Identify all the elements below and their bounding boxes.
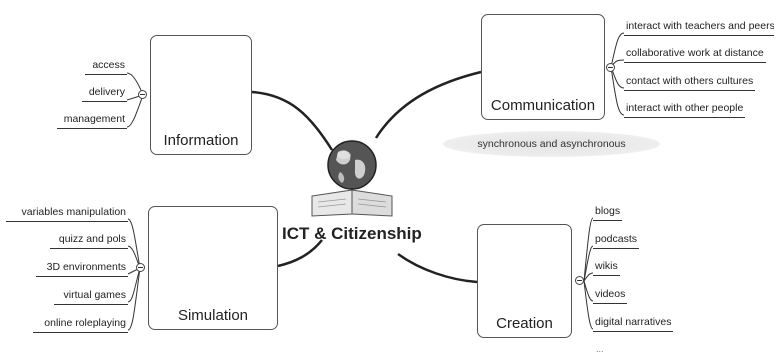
leaf-variables-manipulation[interactable]: variables manipulation [6, 206, 128, 222]
note-synchronous[interactable]: synchronous and asynchronous [443, 131, 660, 157]
leaf-quizz-pols[interactable]: quizz and pols [50, 233, 128, 249]
leaf-virtual-games[interactable]: virtual games [54, 289, 128, 305]
leaf-contact-cultures[interactable]: contact with others cultures [624, 75, 756, 91]
node-label-creation: Creation [496, 315, 553, 332]
leaf-line [127, 218, 141, 269]
branch-line-information [251, 90, 334, 151]
node-communication[interactable]: Communication [481, 14, 605, 120]
more-indicator[interactable]: ... [596, 344, 604, 354]
leaf-podcasts[interactable]: podcasts [593, 233, 640, 249]
leaf-management[interactable]: management [57, 113, 127, 129]
leaf-delivery[interactable]: delivery [82, 86, 127, 102]
leaf-wikis[interactable]: wikis [593, 260, 620, 276]
node-label-communication: Communication [490, 97, 596, 114]
leaf-3d-environments[interactable]: 3D environments [36, 261, 128, 277]
leaf-line [583, 217, 594, 282]
node-creation[interactable]: Creation [477, 224, 572, 338]
leaf-videos[interactable]: videos [593, 288, 628, 304]
leaf-line [583, 280, 594, 302]
leaf-interact-teachers-peers[interactable]: interact with teachers and peers [624, 20, 774, 36]
node-information[interactable]: Information [150, 35, 252, 155]
leaf-line [610, 32, 625, 68]
globe-book-icon [311, 140, 393, 217]
collapse-toggle-communication[interactable] [606, 63, 615, 72]
leaf-collaborative-work[interactable]: collaborative work at distance [624, 47, 766, 63]
collapse-toggle-simulation[interactable] [136, 263, 145, 272]
node-simulation[interactable]: Simulation [148, 206, 278, 330]
branch-line-simulation [277, 239, 323, 268]
leaf-access[interactable]: access [85, 59, 127, 75]
collapse-toggle-creation[interactable] [575, 276, 584, 285]
leaf-online-roleplaying[interactable]: online roleplaying [33, 317, 128, 333]
center-title[interactable]: ICT & Citizenship [282, 224, 422, 243]
leaf-line [127, 267, 141, 331]
leaf-line [126, 94, 144, 128]
leaf-digital-narratives[interactable]: digital narratives [593, 316, 674, 332]
leaf-line [583, 280, 594, 330]
node-label-simulation: Simulation [177, 307, 249, 324]
leaf-line [127, 267, 141, 303]
branch-line-creation [397, 252, 478, 284]
branch-line-communication [374, 70, 482, 139]
leaf-line [583, 272, 594, 282]
node-label-information: Information [163, 132, 239, 149]
leaf-interact-people[interactable]: interact with other people [624, 102, 746, 118]
collapse-toggle-information[interactable] [138, 90, 147, 99]
leaf-line [610, 66, 625, 116]
leaf-blogs[interactable]: blogs [593, 205, 623, 221]
leaf-line [583, 245, 594, 282]
